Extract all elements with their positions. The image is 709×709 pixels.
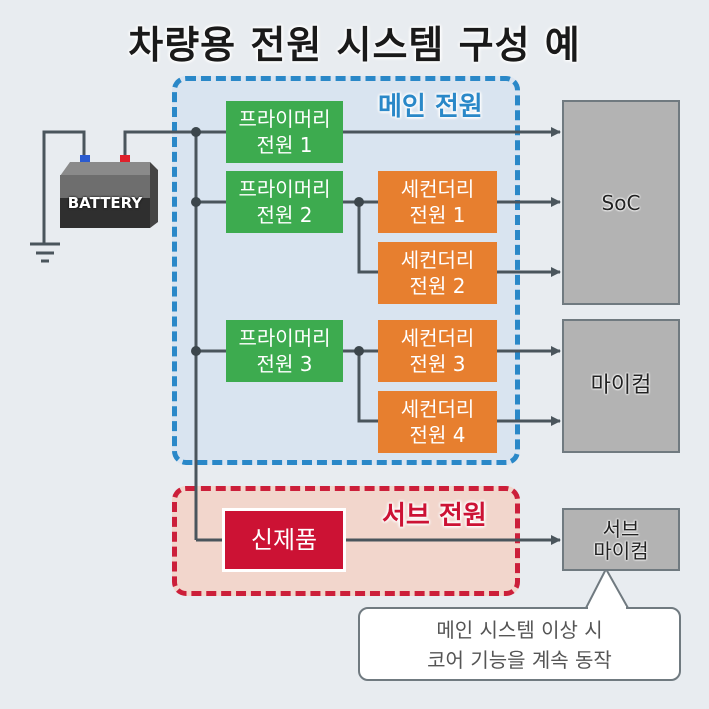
box-line: SoC <box>601 190 641 215</box>
box-line: 전원 1 <box>256 133 313 157</box>
box-line: 프라이머리 <box>238 107 331 131</box>
battery-label: BATTERY <box>67 194 143 212</box>
callout-line: 메인 시스템 이상 시 <box>436 618 603 642</box>
box-line: 전원 2 <box>409 274 466 298</box>
micom-box: 마이컴 <box>562 319 680 453</box>
box-line: 마이컴 <box>590 373 652 398</box>
box-line: 전원 3 <box>409 352 466 376</box>
box-line: 마이컴 <box>593 538 649 563</box>
primary-power-3: 프라이머리 전원 3 <box>226 320 343 382</box>
box-line: 세컨더리 <box>400 177 475 201</box>
box-line: 세컨더리 <box>400 248 475 272</box>
callout-tail <box>584 566 630 609</box>
junction-dot <box>191 346 201 356</box>
positive-wire <box>123 130 226 158</box>
junction-dot <box>191 127 201 137</box>
primary-power-2: 프라이머리 전원 2 <box>226 171 343 233</box>
box-line: 전원 4 <box>409 423 466 447</box>
soc-box: SoC <box>562 100 680 305</box>
main-power-label: 메인 전원 <box>378 92 483 122</box>
box-line: 전원 1 <box>409 203 466 227</box>
secondary-power-2: 세컨더리 전원 2 <box>378 242 497 304</box>
secondary-power-4: 세컨더리 전원 4 <box>378 391 497 453</box>
primary-power-1: 프라이머리 전원 1 <box>226 101 343 163</box>
callout-bubble: 메인 시스템 이상 시 코어 기능을 계속 동작 <box>358 607 681 681</box>
sub-micom-box: 서브 마이컴 <box>562 508 680 571</box>
junction-dot <box>191 197 201 207</box>
box-line: 세컨더리 <box>400 397 475 421</box>
ground-wire <box>42 130 86 244</box>
box-line: 프라이머리 <box>238 326 331 350</box>
callout-line: 코어 기능을 계속 동작 <box>427 648 612 672</box>
secondary-power-1: 세컨더리 전원 1 <box>378 171 497 233</box>
box-line: 전원 2 <box>256 203 313 227</box>
diagram-title: 차량용 전원 시스템 구성 예 <box>128 23 581 67</box>
box-line: 전원 3 <box>256 352 313 376</box>
junction-dot <box>354 346 364 356</box>
callout-tail-joint <box>588 606 626 610</box>
sub-power-label: 서브 전원 <box>382 501 487 531</box>
box-line: 신제품 <box>250 526 318 554</box>
junction-dot <box>354 197 364 207</box>
battery-icon <box>60 155 158 228</box>
box-line: 프라이머리 <box>238 177 331 201</box>
new-product-box: 신제품 <box>222 508 346 572</box>
box-line: 세컨더리 <box>400 326 475 350</box>
box-line: 서브 <box>602 516 640 541</box>
secondary-power-3: 세컨더리 전원 3 <box>378 320 497 382</box>
